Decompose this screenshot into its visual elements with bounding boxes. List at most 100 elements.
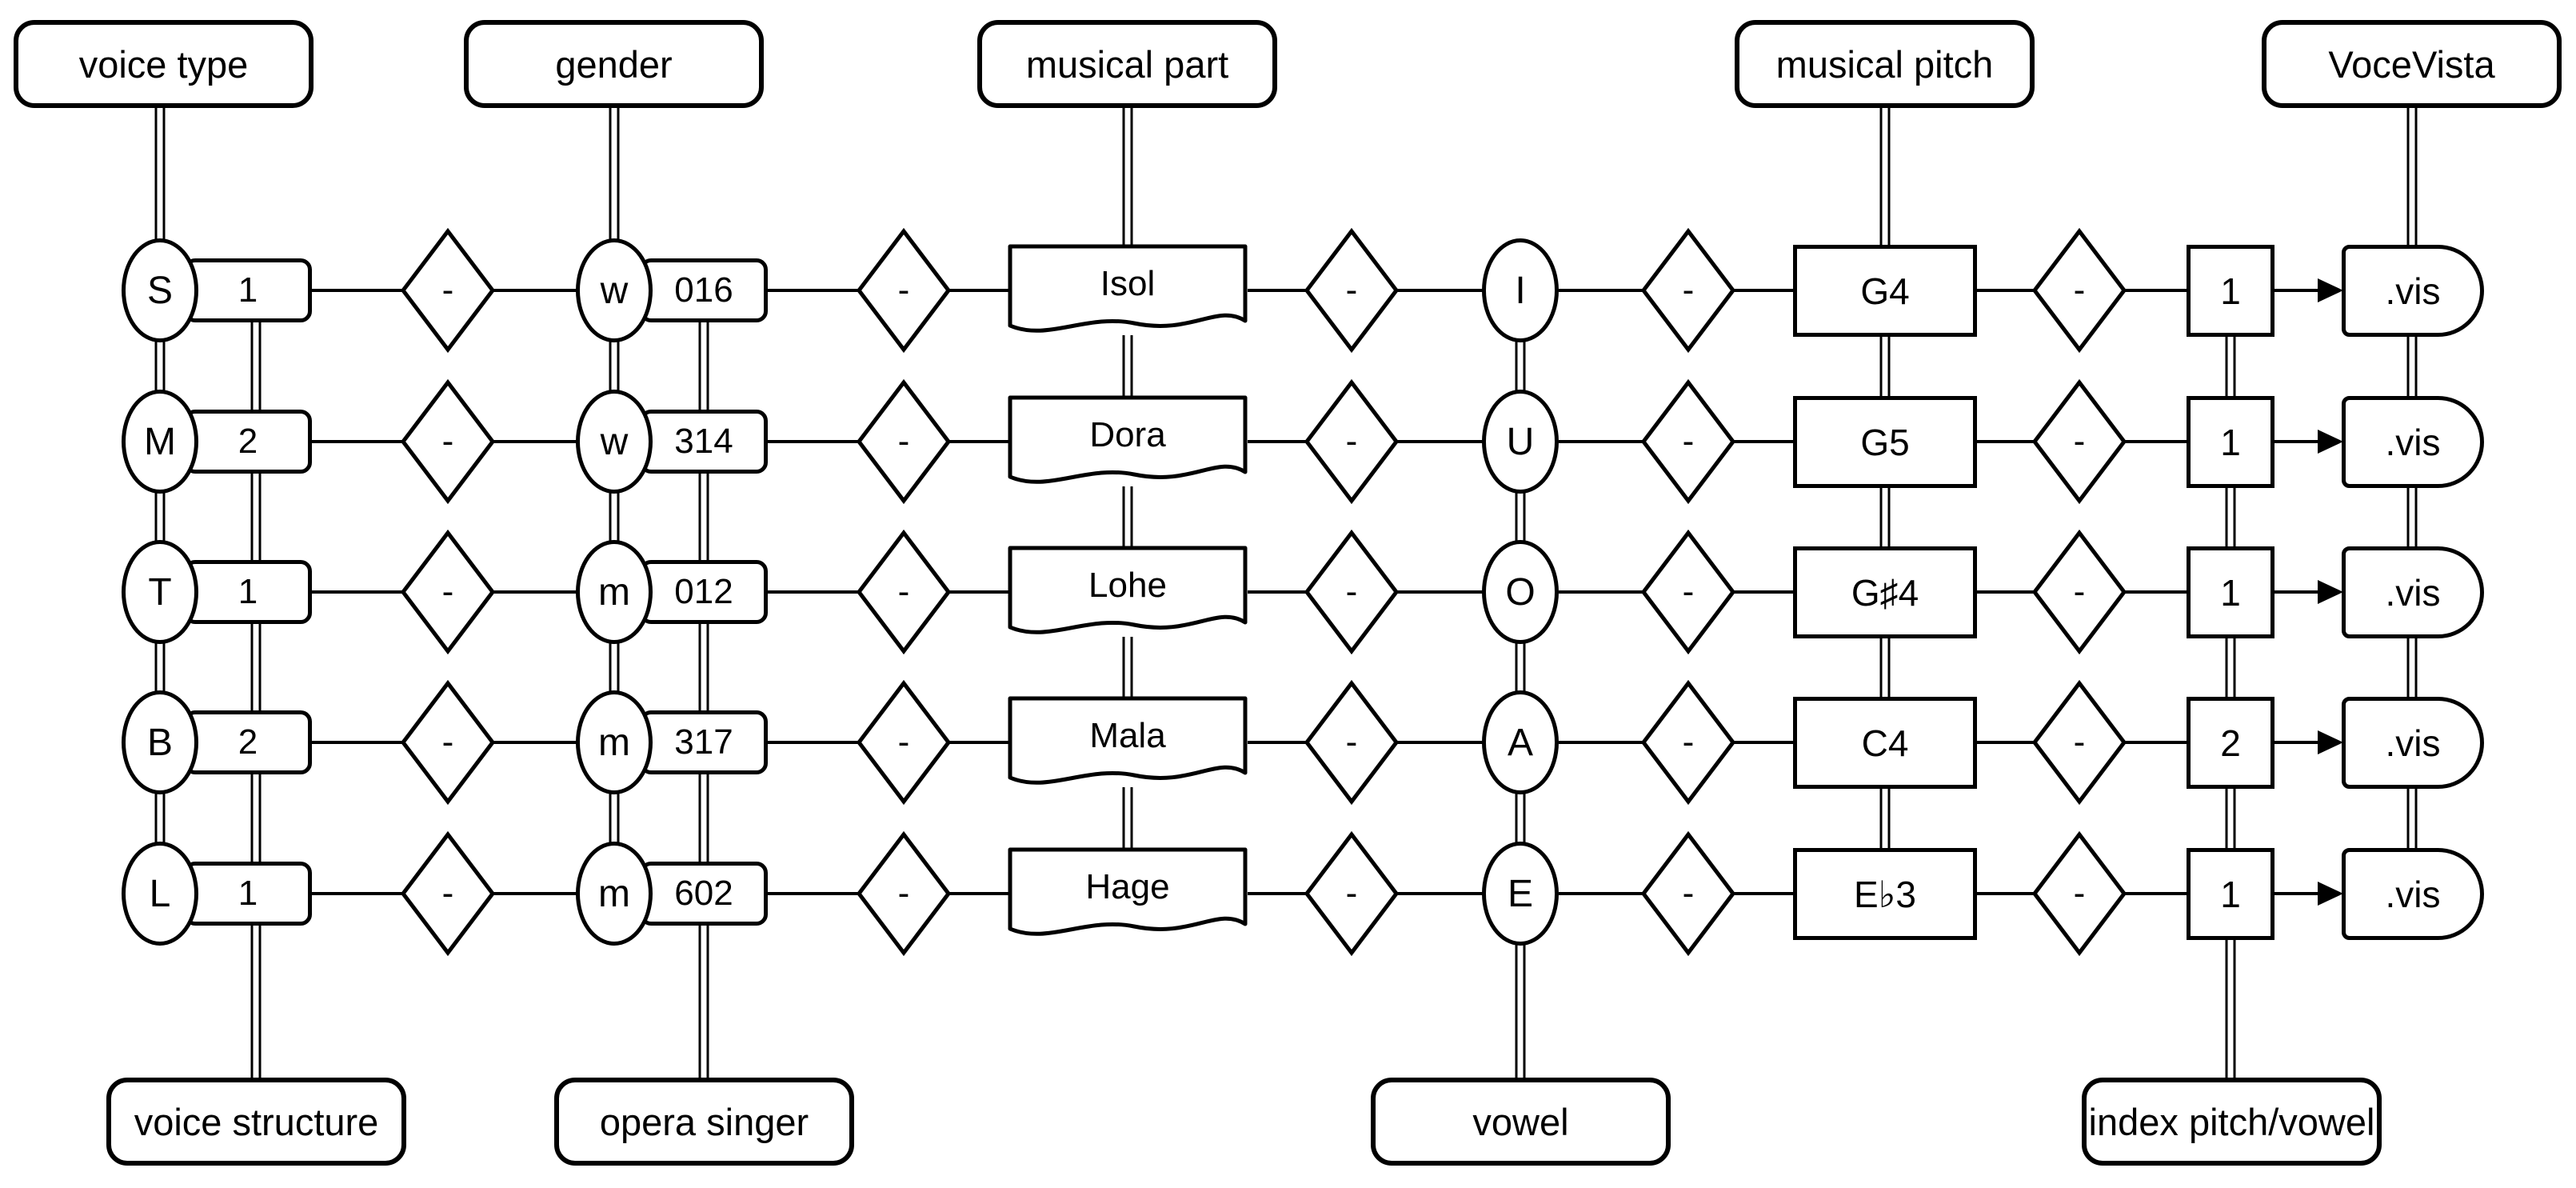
gender-node: m xyxy=(576,690,653,794)
diamond-shape xyxy=(400,831,496,956)
separator-diamond: - xyxy=(856,831,952,956)
separator-diamond: - xyxy=(1640,379,1736,504)
diamond-shape xyxy=(2031,680,2127,805)
diamond-shape xyxy=(2031,530,2127,654)
opera-singer-id-node: 314 xyxy=(640,410,768,474)
separator-diamond: - xyxy=(2031,831,2127,956)
vowel-text: O xyxy=(1505,570,1536,614)
separator-text: - xyxy=(2073,422,2086,461)
diamond-shape xyxy=(1640,831,1736,956)
vis-file-node: .vis xyxy=(2342,546,2484,638)
vis-file-node: .vis xyxy=(2342,396,2484,488)
separator-diamond: - xyxy=(856,530,952,654)
pitch-vowel-index-node: 1 xyxy=(2187,848,2274,940)
voice-type-text: M xyxy=(144,420,176,463)
pitch-vowel-index-text: 1 xyxy=(2220,873,2241,915)
separator-diamond: - xyxy=(2031,530,2127,654)
separator-text: - xyxy=(441,270,454,310)
document-shape xyxy=(1008,546,1248,634)
voice-structure-index-node: 1 xyxy=(184,862,312,926)
document-shape xyxy=(1008,847,1248,936)
label-index-pitch-vowel-text: index pitch/vowel xyxy=(2088,1100,2375,1143)
vowel-text: U xyxy=(1506,420,1535,463)
pitch-vowel-index-node: 1 xyxy=(2187,546,2274,638)
pitch-vowel-index-node: 1 xyxy=(2187,245,2274,337)
voice-type-text: T xyxy=(148,570,172,614)
opera-singer-id-text: 012 xyxy=(674,572,733,611)
diamond-shape xyxy=(856,379,952,504)
label-gender: gender xyxy=(464,20,764,108)
label-voice-type-text: voice type xyxy=(78,42,249,86)
separator-text: - xyxy=(1345,874,1358,913)
diamond-shape xyxy=(1640,680,1736,805)
diamond-shape xyxy=(1640,228,1736,353)
voice-type-node: B xyxy=(122,690,198,794)
separator-diamond: - xyxy=(1640,831,1736,956)
musical-pitch-text: G5 xyxy=(1860,421,1910,463)
separator-diamond: - xyxy=(1304,680,1400,805)
musical-part-text: Lohe xyxy=(1088,566,1167,605)
separator-diamond: - xyxy=(1640,530,1736,654)
label-vowel: vowel xyxy=(1371,1078,1671,1166)
gender-text: m xyxy=(598,721,630,764)
voice-type-text: L xyxy=(149,872,171,915)
document-shape xyxy=(1008,395,1248,484)
separator-diamond: - xyxy=(1640,228,1736,353)
separator-text: - xyxy=(1345,572,1358,611)
separator-text: - xyxy=(1682,270,1695,310)
vis-file-text: .vis xyxy=(2385,571,2441,614)
diamond-shape xyxy=(2031,831,2127,956)
vis-file-text: .vis xyxy=(2385,873,2441,915)
separator-text: - xyxy=(2073,722,2086,762)
gender-node: w xyxy=(576,238,653,342)
vis-file-node: .vis xyxy=(2342,697,2484,789)
opera-singer-id-node: 602 xyxy=(640,862,768,926)
vowel-text: I xyxy=(1515,269,1526,312)
separator-text: - xyxy=(1682,422,1695,461)
diamond-shape xyxy=(1640,530,1736,654)
diamond-shape xyxy=(1640,379,1736,504)
diamond-shape xyxy=(2031,379,2127,504)
separator-text: - xyxy=(2073,874,2086,913)
separator-text: - xyxy=(441,422,454,461)
label-voice-structure: voice structure xyxy=(106,1078,406,1166)
label-voice-type: voice type xyxy=(14,20,314,108)
voice-structure-index-text: 1 xyxy=(238,874,258,913)
label-vocevista-text: VoceVista xyxy=(2328,42,2495,86)
opera-singer-id-node: 012 xyxy=(640,560,768,624)
separator-text: - xyxy=(897,722,910,762)
diamond-shape xyxy=(1304,228,1400,353)
label-vocevista: VoceVista xyxy=(2262,20,2562,108)
vowel-text: E xyxy=(1507,872,1533,915)
voice-structure-index-node: 2 xyxy=(184,410,312,474)
gender-node: m xyxy=(576,540,653,644)
separator-diamond: - xyxy=(1640,680,1736,805)
diamond-shape xyxy=(856,680,952,805)
musical-part-text: Dora xyxy=(1089,415,1166,454)
label-musical-pitch: musical pitch xyxy=(1735,20,2035,108)
voice-type-text: B xyxy=(146,721,173,764)
gender-text: m xyxy=(598,570,630,614)
musical-part-text: Hage xyxy=(1085,867,1170,906)
label-opera-singer: opera singer xyxy=(554,1078,854,1166)
vowel-node: A xyxy=(1482,690,1559,794)
diamond-shape xyxy=(856,228,952,353)
diamond-shape xyxy=(1304,680,1400,805)
separator-text: - xyxy=(1682,572,1695,611)
diamond-shape xyxy=(856,831,952,956)
gender-text: w xyxy=(600,269,629,312)
gender-node: w xyxy=(576,390,653,494)
opera-singer-id-text: 314 xyxy=(674,422,733,461)
pitch-vowel-index-node: 2 xyxy=(2187,697,2274,789)
voice-type-text: S xyxy=(146,269,173,312)
separator-diamond: - xyxy=(400,228,496,353)
opera-singer-id-node: 016 xyxy=(640,258,768,322)
vis-file-text: .vis xyxy=(2385,722,2441,764)
musical-pitch-node: E♭3 xyxy=(1793,848,1977,940)
label-index-pitch-vowel: index pitch/vowel xyxy=(2082,1078,2382,1166)
label-gender-text: gender xyxy=(555,42,673,86)
label-musical-part: musical part xyxy=(977,20,1277,108)
voice-type-node: L xyxy=(122,842,198,946)
